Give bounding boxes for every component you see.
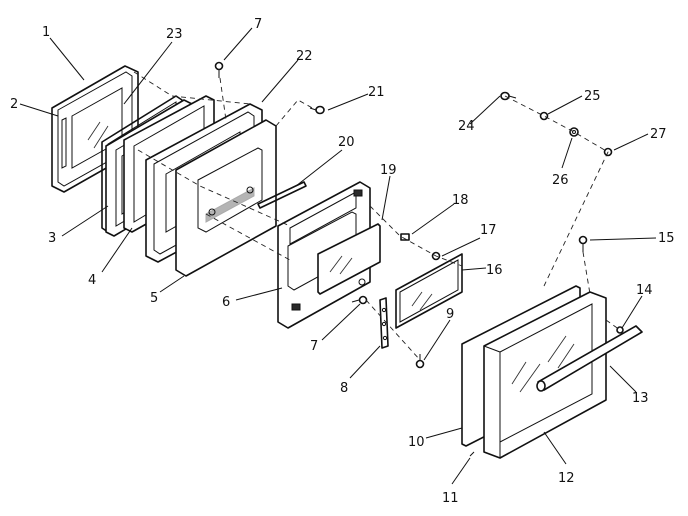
screw-7-lower: [351, 295, 368, 305]
clip-18: [400, 233, 410, 241]
leader-lines: [19, 27, 657, 485]
label-part-17: 17: [480, 223, 497, 238]
screw-24: [500, 91, 517, 101]
label-part-24: 24: [458, 119, 475, 134]
label-part-10: 10: [408, 435, 425, 450]
washer-26: [569, 127, 579, 137]
label-part-8: 8: [340, 381, 348, 396]
screw-15: [578, 235, 588, 252]
label-part-18: 18: [452, 193, 469, 208]
label-part-12: 12: [558, 471, 575, 486]
label-part-11: 11: [442, 491, 459, 506]
label-part-9: 9: [446, 307, 454, 322]
label-part-7-lower: 7: [310, 339, 318, 354]
label-part-3: 3: [48, 231, 56, 246]
door-handle: [536, 325, 643, 392]
label-part-26: 26: [552, 173, 569, 188]
label-part-2: 2: [10, 97, 18, 112]
label-part-15: 15: [658, 231, 675, 246]
label-part-22: 22: [296, 49, 313, 64]
label-part-23: 23: [166, 27, 183, 42]
spacer-25: [539, 111, 549, 121]
door-hinge-strip: [379, 297, 389, 349]
label-part-7-top: 7: [254, 17, 262, 32]
label-part-6: 6: [222, 295, 230, 310]
label-part-4: 4: [88, 273, 96, 288]
assembly-lines: [133, 71, 621, 361]
door-glass-inner: [317, 223, 381, 295]
pin-11: [469, 451, 475, 457]
screw-7-top: [214, 61, 224, 78]
outer-door-frame: [483, 291, 607, 459]
label-part-5: 5: [150, 291, 158, 306]
label-part-27: 27: [650, 127, 667, 142]
door-rod: [257, 181, 307, 209]
label-part-16: 16: [486, 263, 503, 278]
screw-9: [415, 354, 425, 369]
label-part-25: 25: [584, 89, 601, 104]
washer-14: [616, 326, 624, 334]
label-part-14: 14: [636, 283, 653, 298]
part-labels: 1 2 3 4 5 6 7 8 9 10 11 12 13 14 15 16 1…: [10, 17, 675, 506]
label-part-13: 13: [632, 391, 649, 406]
door-glass-window: [395, 253, 463, 329]
label-part-1: 1: [42, 25, 50, 40]
screw-21: [309, 105, 325, 115]
label-part-21: 21: [368, 85, 385, 100]
label-part-20: 20: [338, 135, 355, 150]
label-part-19: 19: [380, 163, 397, 178]
